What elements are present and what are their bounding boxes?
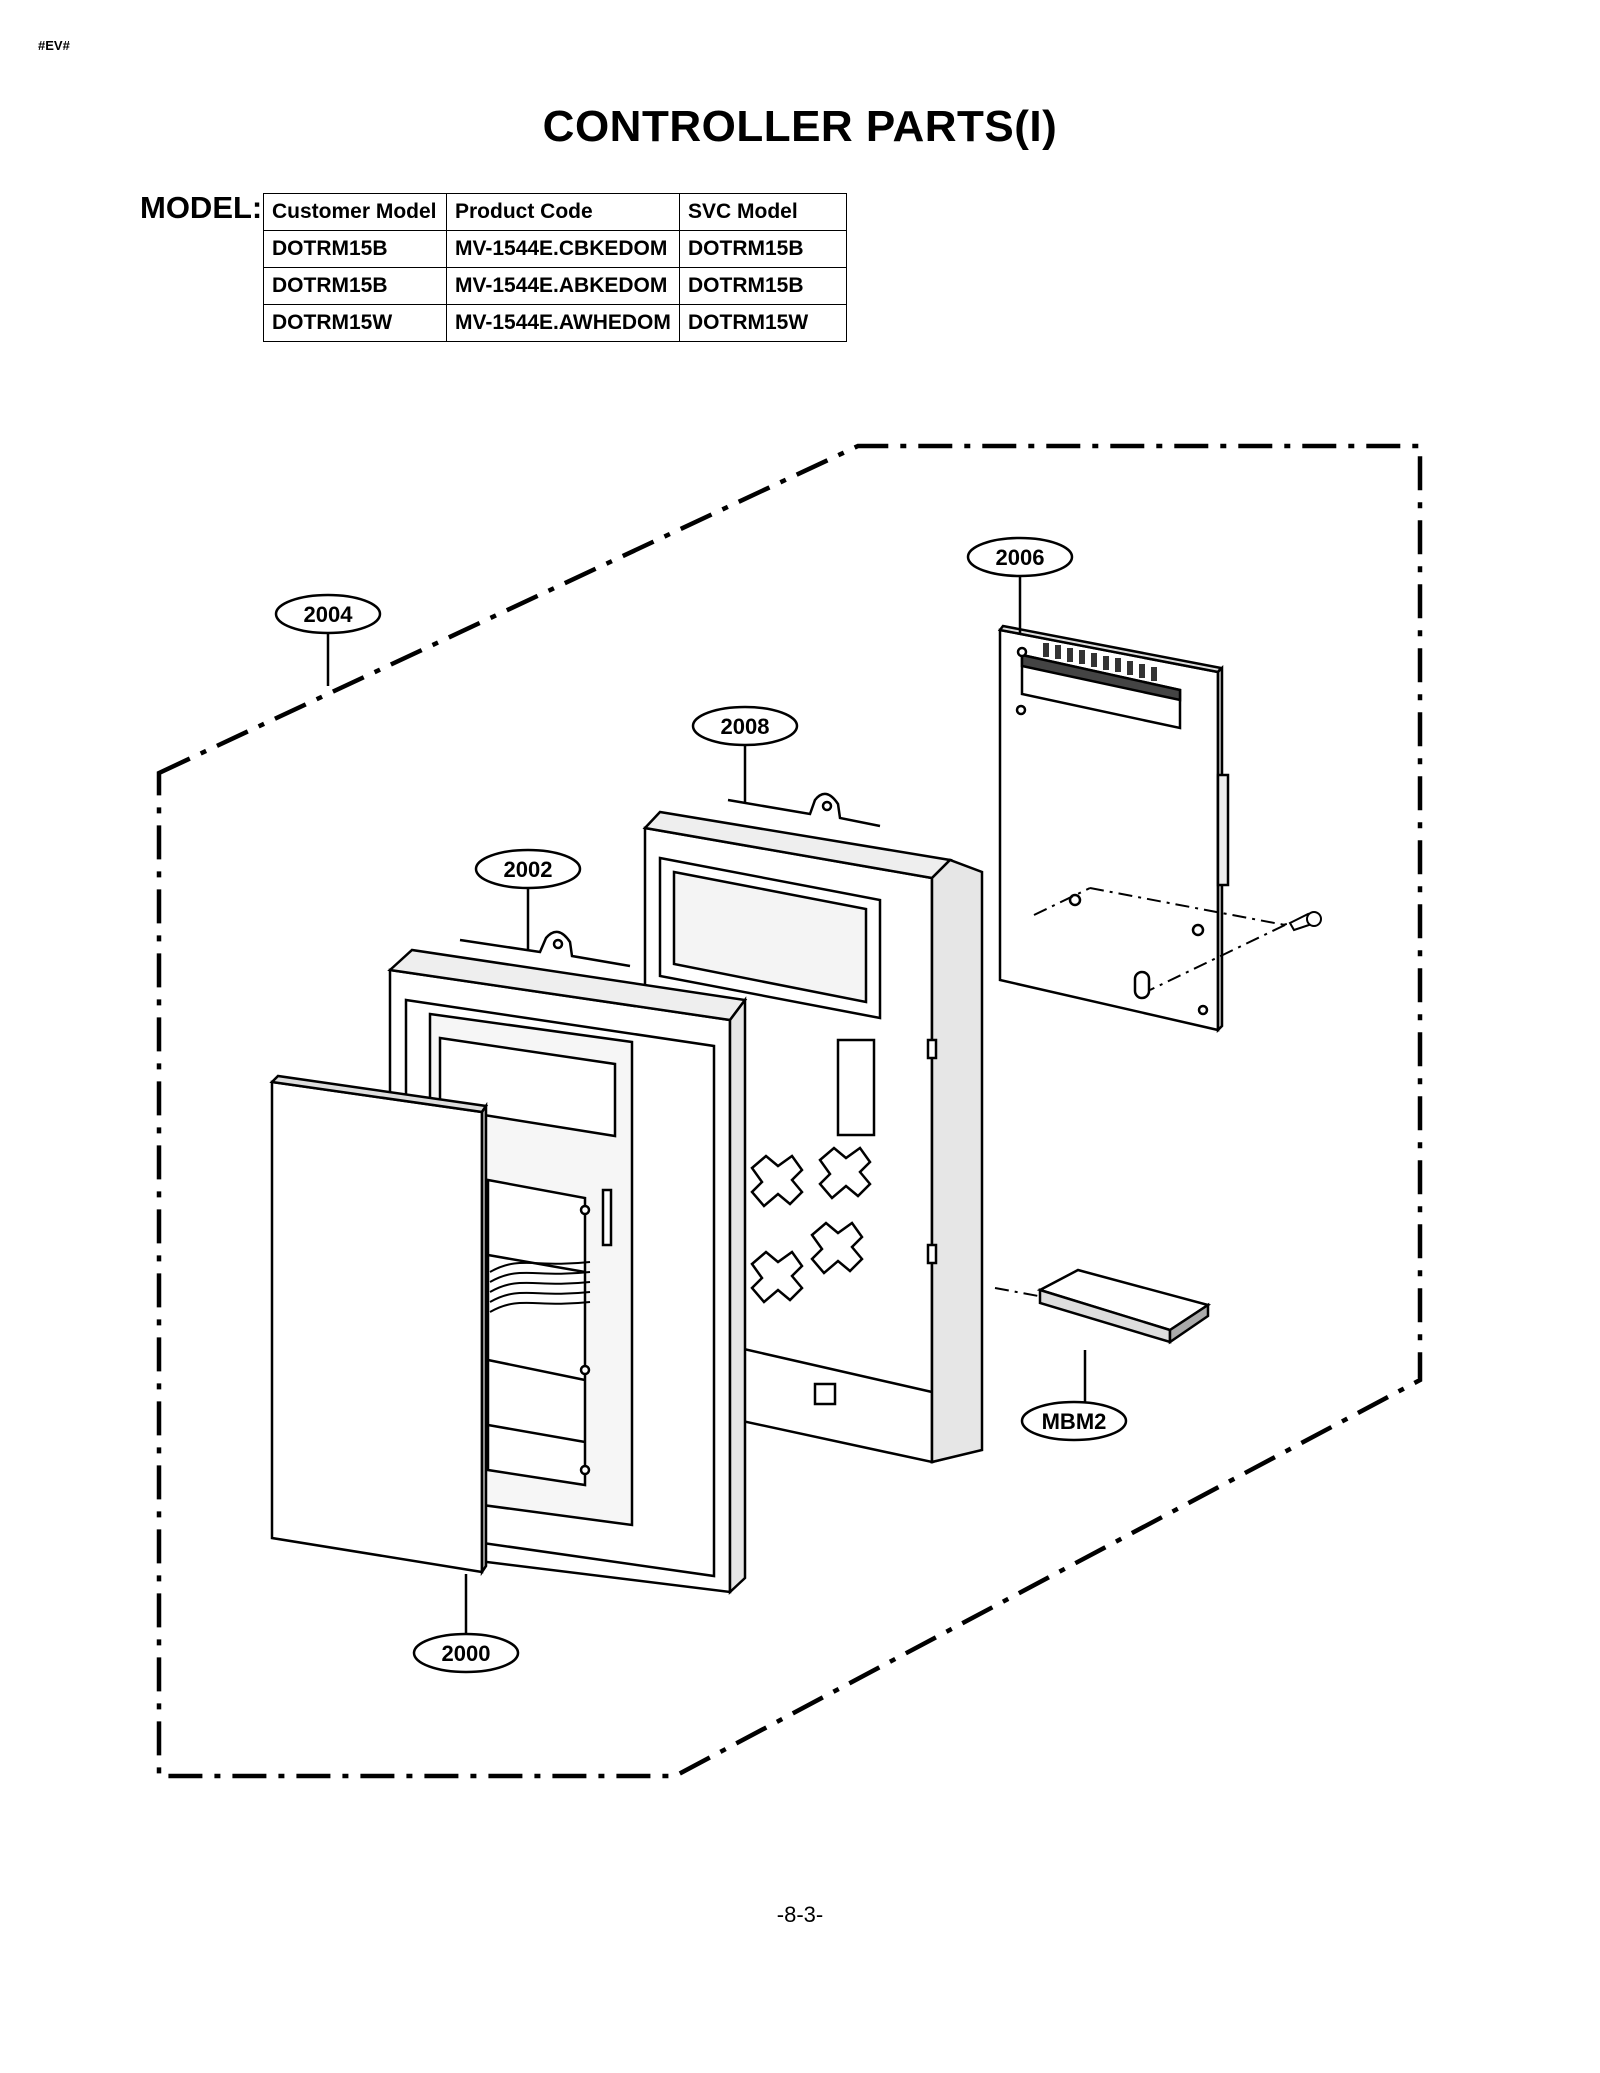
table-header-row: Customer Model Product Code SVC Model xyxy=(263,193,847,231)
ribbon-cable xyxy=(489,1261,591,1313)
callout-label: 2000 xyxy=(442,1641,491,1666)
mounting-guides xyxy=(994,887,1286,1301)
table-cell: DOTRM15B xyxy=(679,267,847,305)
callout-mbm2: MBM2 xyxy=(1020,1400,1128,1442)
callout-label: 2008 xyxy=(721,714,770,739)
callout-2008: 2008 xyxy=(691,705,799,747)
page-number: -8-3- xyxy=(776,1902,824,1927)
table-cell: MV-1544E.AWHEDOM xyxy=(446,304,680,342)
table-cell: DOTRM15W xyxy=(263,304,447,342)
page-title: CONTROLLER PARTS(I) xyxy=(542,102,1058,151)
callout-label: 2006 xyxy=(996,545,1045,570)
model-table: Customer Model Product Code SVC Model DO… xyxy=(263,193,847,342)
column-header: SVC Model xyxy=(679,193,847,231)
callout-label: 2002 xyxy=(504,857,553,882)
part-mbm2 xyxy=(1036,1268,1212,1345)
table-cell: DOTRM15W xyxy=(679,304,847,342)
model-label: MODEL: xyxy=(140,190,263,225)
assembly-boundary xyxy=(156,443,1423,1779)
leader-lines xyxy=(326,576,1087,1634)
screw xyxy=(1282,911,1322,932)
part-pcb-2006 xyxy=(997,624,1230,1034)
part-cover-2000 xyxy=(269,1074,489,1577)
callout-2004: 2004 xyxy=(274,593,382,635)
table-row: DOTRM15W MV-1544E.AWHEDOM DOTRM15W xyxy=(263,304,847,342)
table-cell: DOTRM15B xyxy=(263,267,447,305)
callout-2006: 2006 xyxy=(966,536,1074,578)
callout-label: 2004 xyxy=(304,602,354,627)
callout-label: MBM2 xyxy=(1042,1409,1107,1434)
table-row: DOTRM15B MV-1544E.CBKEDOM DOTRM15B xyxy=(263,230,847,268)
table-cell: MV-1544E.CBKEDOM xyxy=(446,230,680,268)
column-header: Product Code xyxy=(446,193,680,231)
table-cell: DOTRM15B xyxy=(263,230,447,268)
column-header: Customer Model xyxy=(263,193,447,231)
callout-2000: 2000 xyxy=(412,1632,520,1674)
table-cell: DOTRM15B xyxy=(679,230,847,268)
corner-tag: #EV# xyxy=(38,38,70,53)
callout-2002: 2002 xyxy=(474,848,582,890)
